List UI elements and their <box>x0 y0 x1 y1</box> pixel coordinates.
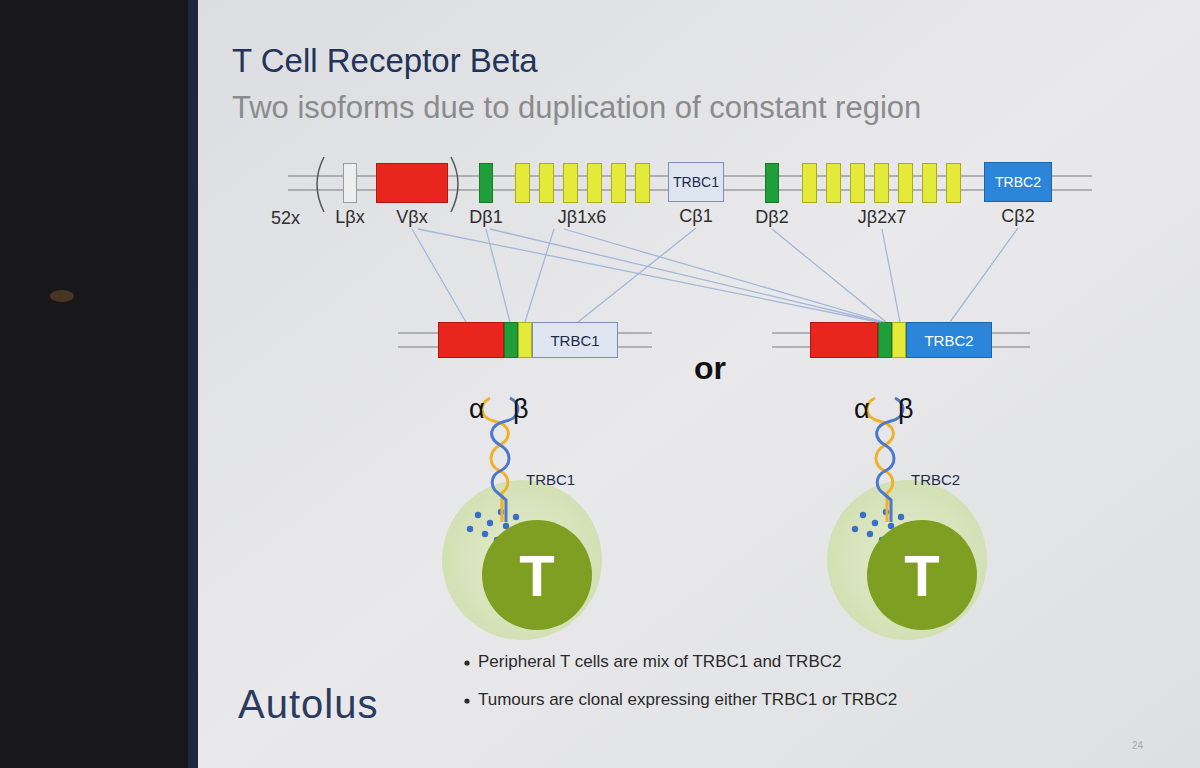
gene-segment-box <box>850 163 865 203</box>
constant-name: TRBC2 <box>984 162 1052 202</box>
j-segment-group: Jβ1x6 <box>514 163 650 229</box>
slide-title: T Cell Receptor Beta <box>232 42 538 80</box>
slide-surface <box>198 0 1200 768</box>
bullet-dot <box>464 660 469 665</box>
granule <box>475 512 481 518</box>
constant-name: TRBC2 <box>906 322 992 358</box>
gene-segment-box <box>587 163 602 203</box>
gene-segment-box <box>376 163 448 203</box>
gene-segment-box <box>878 322 892 358</box>
recombination-line <box>950 228 1018 322</box>
constant-label: TRBC1 <box>526 471 575 488</box>
gene-segment-box <box>892 322 906 358</box>
segment-label: Dβ1 <box>434 206 538 228</box>
gene-segment-box <box>504 322 518 358</box>
d-segment: Dβ2 <box>750 163 794 229</box>
alpha-chain <box>867 398 893 522</box>
slide-subtitle: Two isoforms due to duplication of const… <box>232 90 921 126</box>
bullet-text: Peripheral T cells are mix of TRBC1 and … <box>478 652 841 672</box>
gene-segment-box <box>635 163 650 203</box>
constant-region: TRBC1Cβ1 <box>668 162 724 228</box>
granule <box>898 514 904 520</box>
t-cell-nucleus: T <box>482 520 592 630</box>
recombination-line <box>578 228 696 322</box>
gene-segment-box <box>539 163 554 203</box>
gene-segment-box <box>802 163 817 203</box>
granule <box>487 520 493 526</box>
light-reflection <box>50 290 74 302</box>
granule <box>852 526 858 532</box>
gene-segment-box <box>515 163 530 203</box>
chain-label: α <box>469 394 485 425</box>
recombination-line <box>412 229 466 322</box>
repeat-bracket <box>451 157 458 212</box>
repeat-bracket <box>317 157 324 212</box>
constant-name: TRBC1 <box>668 162 724 202</box>
bullet-dot <box>464 698 469 703</box>
recombination-line <box>882 229 900 322</box>
slide-edge <box>188 0 198 768</box>
granule <box>860 512 866 518</box>
gene-segment-box <box>611 163 626 203</box>
gene-segment-box <box>563 163 578 203</box>
gene-segment-box <box>898 163 913 203</box>
chain-label: α <box>854 394 870 425</box>
gene-segment-box <box>438 322 504 358</box>
gene-segment-box <box>518 322 532 358</box>
segment-label: Jβ1x6 <box>484 206 680 228</box>
leader-segment: Lβx <box>330 163 370 229</box>
recombination-line <box>772 229 886 322</box>
chain-label: β <box>513 394 529 425</box>
bullet-text: Tumours are clonal expressing either TRB… <box>478 690 897 710</box>
gene-segment-box <box>810 322 878 358</box>
segment-label: Dβ2 <box>720 206 824 228</box>
copy-number: 52x <box>271 208 300 229</box>
cell-body <box>442 480 602 640</box>
granule <box>513 514 519 520</box>
gene-segment-box <box>922 163 937 203</box>
cell-letter: T <box>482 520 592 630</box>
page-number: 24 <box>1132 740 1143 751</box>
rearranged-gene: TRBC1 <box>438 322 618 358</box>
rearranged-gene: TRBC2 <box>810 322 992 358</box>
gene-segment-box <box>874 163 889 203</box>
recombination-line <box>486 229 510 322</box>
t-cell-nucleus: T <box>867 520 977 630</box>
cell-letter: T <box>867 520 977 630</box>
granule <box>867 531 873 537</box>
constant-region: TRBC2Cβ2 <box>984 162 1052 228</box>
gene-segment-box <box>946 163 961 203</box>
segment-label: Jβ2x7 <box>768 206 996 228</box>
constant-name: TRBC1 <box>532 322 618 358</box>
recombination-line <box>418 229 878 322</box>
segment-label: Cβ2 <box>954 205 1082 227</box>
granule <box>482 531 488 537</box>
recombination-line <box>525 229 554 322</box>
cell-body <box>827 480 987 640</box>
constant-label: TRBC2 <box>911 471 960 488</box>
d-segment: Dβ1 <box>464 163 508 229</box>
segment-label: Vβx <box>346 206 478 228</box>
segment-label: Lβx <box>300 206 400 228</box>
granule <box>467 526 473 532</box>
j-segment-group: Jβ2x7 <box>798 163 966 229</box>
recombination-line <box>564 229 884 322</box>
separator-word: or <box>694 350 726 387</box>
gene-segment-box <box>343 163 357 203</box>
segment-label: Cβ1 <box>638 205 754 227</box>
alpha-chain <box>482 398 508 522</box>
logo-text: Autolus <box>238 682 378 727</box>
granule <box>872 520 878 526</box>
recombination-line <box>490 229 881 322</box>
chain-label: β <box>898 394 914 425</box>
v-segment: Vβx <box>376 163 448 229</box>
gene-segment-box <box>826 163 841 203</box>
gene-segment-box <box>765 163 779 203</box>
gene-segment-box <box>479 163 493 203</box>
